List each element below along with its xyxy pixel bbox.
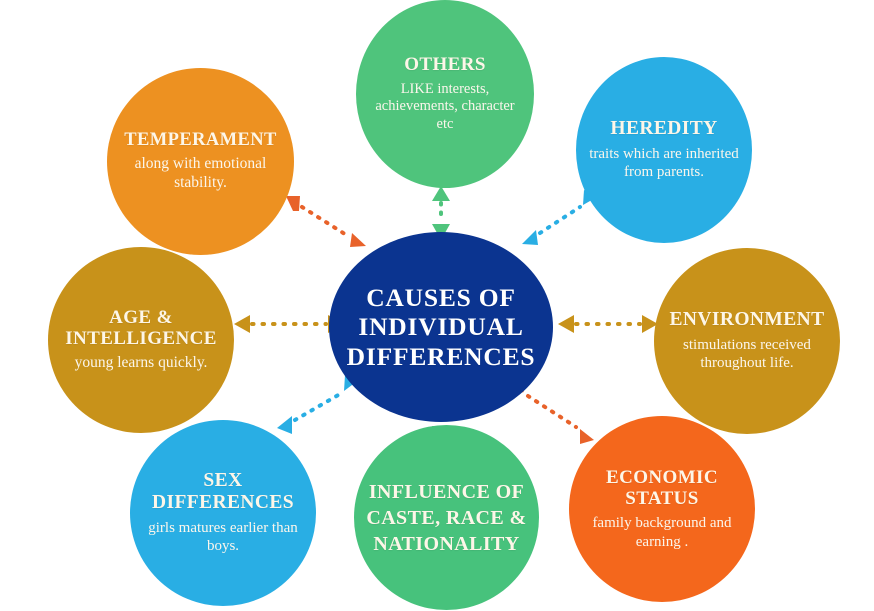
node-description: young learns quickly. bbox=[74, 354, 208, 372]
node-description: family background and earning . bbox=[592, 515, 732, 550]
node-description: along with emotional stability. bbox=[134, 155, 267, 192]
node-economic-status[interactable]: ECONOMIC STATUS family background and ea… bbox=[569, 416, 755, 602]
node-influence-caste-race-nationality[interactable]: INFLUENCE OF CASTE, RACE & NATIONALITY bbox=[354, 425, 539, 610]
node-title: TEMPERAMENT bbox=[124, 129, 277, 150]
node-title: OTHERS bbox=[404, 54, 486, 76]
hub-title-line-3: DIFFERENCES bbox=[346, 341, 536, 371]
node-sex-differences[interactable]: SEX DIFFERENCES girls matures earlier th… bbox=[130, 420, 316, 606]
node-title: HEREDITY bbox=[610, 118, 718, 140]
connector-sex-differences bbox=[277, 375, 356, 434]
node-environment[interactable]: ENVIRONMENT stimulations received throug… bbox=[654, 248, 840, 434]
node-title: ECONOMIC STATUS bbox=[606, 466, 718, 510]
node-others[interactable]: OTHERS LIKE interests, achievements, cha… bbox=[356, 0, 534, 188]
connector-age-intelligence bbox=[234, 315, 344, 333]
node-title: INFLUENCE OF CASTE, RACE & NATIONALITY bbox=[366, 480, 527, 555]
node-heredity[interactable]: HEREDITY traits which are inherited from… bbox=[576, 57, 752, 243]
hub-node-causes-of-individual-differences[interactable]: CAUSES OF INDIVIDUAL DIFFERENCES bbox=[329, 232, 553, 422]
hub-title-line-2: INDIVIDUAL bbox=[358, 312, 524, 342]
hub-title: CAUSES OF INDIVIDUAL DIFFERENCES bbox=[337, 283, 546, 372]
node-description: traits which are inherited from parents. bbox=[589, 146, 739, 181]
node-description: stimulations received throughout life. bbox=[683, 337, 811, 372]
node-title: AGE & INTELLIGENCE bbox=[65, 306, 217, 350]
node-description: LIKE interests, achievements, character … bbox=[375, 80, 515, 132]
connector-temperament bbox=[286, 196, 366, 247]
connector-heredity bbox=[522, 190, 597, 245]
connector-environment bbox=[558, 315, 658, 333]
hub-title-line-1: CAUSES OF bbox=[366, 282, 516, 312]
node-temperament[interactable]: TEMPERAMENT along with emotional stabili… bbox=[107, 68, 294, 255]
node-title: SEX DIFFERENCES bbox=[151, 470, 294, 514]
node-title: ENVIRONMENT bbox=[669, 309, 825, 331]
node-description: girls matures earlier than boys. bbox=[148, 520, 298, 555]
node-age-intelligence[interactable]: AGE & INTELLIGENCE young learns quickly. bbox=[48, 247, 234, 433]
